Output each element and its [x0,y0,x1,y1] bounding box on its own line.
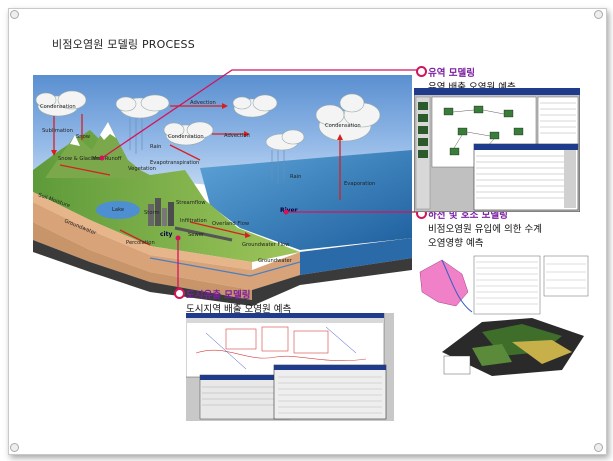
label-river: River [280,207,298,214]
label-snow: Snow [76,134,91,140]
label-evapotranspiration: Evapotranspiration [150,160,199,166]
city-buildings [148,198,174,226]
label-condensation-right: Condensation [325,123,361,129]
cloud-right-big [315,93,381,142]
snow-cap [100,122,116,140]
pin-top-left [10,10,19,19]
label-urban-runoff-modeling: 도시유출 모델링 [186,290,251,301]
label-rain-right: Rain [290,174,301,180]
mountains [45,122,150,178]
cloud-top-right [232,94,278,118]
arrow-heads [51,103,343,238]
label-melt-runoff: Melt Runoff [92,156,122,162]
page-title: 비점오염원 모델링 PROCESS [52,38,195,51]
sea-side [300,238,412,275]
label-groundwater-flow: Groundwater Flow [242,242,290,248]
cloud-left [35,90,87,117]
label-lake: Lake [112,207,124,213]
label-storm: Storm [144,210,160,216]
label-watershed-modeling: 유역 모델링 [428,68,476,79]
pink-watershed-map [419,259,469,307]
label-evaporation: Evaporation [344,181,375,187]
bullet-watershed [416,66,427,77]
label-overland-flow: Overland Flow [212,221,250,227]
lake-shape [96,201,140,219]
label-river-lake-modeling: 하천 및 호소 모델링 [428,210,508,221]
bullet-urban-runoff [174,288,185,299]
label-condensation-left: Condensation [40,104,76,110]
label-streamflow: Streamflow [176,200,206,206]
pin-bottom-right [594,443,603,452]
label-advection-mid: Advection [224,133,250,139]
label-percolation: Percolation [126,240,155,246]
sea-surface [200,150,412,250]
label-snow-glaciers: Snow & Glaciers [58,156,101,162]
pin-bottom-left [10,443,19,452]
diagram-base [33,240,412,306]
pin-top-right [594,10,603,19]
label-condensation-mid: Condensation [168,134,204,140]
cloud-mid [163,121,214,146]
process-arrows [53,105,341,246]
urban-runoff-screenshot [186,313,394,421]
watershed-software-screenshot [414,88,580,212]
river-lake-screenshot [412,252,590,382]
leader-watershed [101,69,420,159]
label-sewer: Sewer [188,232,205,238]
desc-river-lake-line1: 비점오염원 유입에 의한 수계 [428,224,542,235]
soil-moisture-layer [33,192,252,270]
cloud-top-mid [115,94,170,119]
label-groundwater-bottom: Groundwater [258,258,293,264]
desc-urban-runoff-modeling: 도시지역 배출 오염원 예측 [186,304,292,315]
label-advection-top: Advection [190,100,216,106]
label-sublimation: Sublimation [42,128,73,134]
rain-streaks [129,118,285,184]
snow-cap-2 [70,135,80,146]
desc-river-lake-line2: 오염영향 예측 [428,238,484,249]
label-infiltration: Infiltration [180,218,207,224]
label-city: city [160,231,172,238]
deep-layer [33,222,252,300]
label-vegetation: Vegetation [128,166,156,172]
label-rain-left: Rain [150,144,161,150]
cloud-right-small [265,129,305,151]
